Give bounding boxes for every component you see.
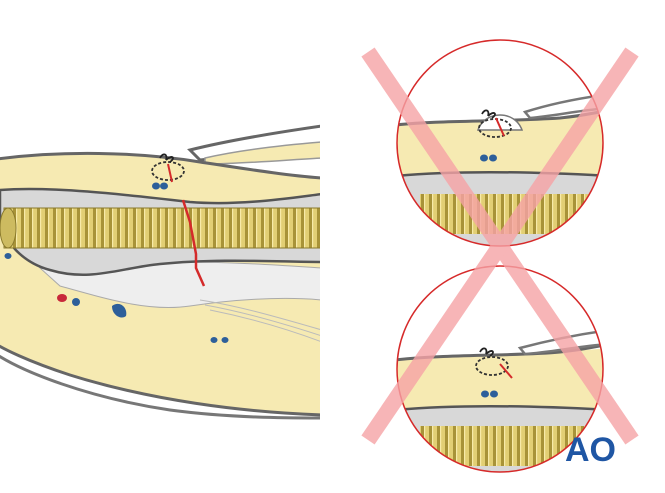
vessel-blue-4 xyxy=(72,298,80,306)
skin-laceration xyxy=(167,163,173,183)
top-suture-loop xyxy=(478,118,512,138)
bottom-vessel-2 xyxy=(490,390,498,398)
bottom-laceration xyxy=(499,363,513,379)
ao-logo: AO xyxy=(565,431,616,469)
vessel-blue-3 xyxy=(4,253,12,259)
left-panel-finger-section xyxy=(0,124,320,420)
bottom-suture-loop xyxy=(475,356,509,376)
vessel-blue-5 xyxy=(112,303,127,318)
suture-knot-icon xyxy=(159,153,174,163)
suture-loop xyxy=(151,161,185,181)
magnified-view-top xyxy=(396,39,604,247)
bottom-vessel-1 xyxy=(481,390,489,398)
top-laceration xyxy=(495,117,505,137)
nail-bed xyxy=(204,141,320,165)
skin-outline-lower xyxy=(0,354,320,420)
top-nail xyxy=(522,92,603,120)
vessel-blue-1 xyxy=(152,182,160,190)
screw-tip xyxy=(0,207,17,249)
bottom-circle-outline xyxy=(396,265,604,473)
tendon-fibers xyxy=(199,299,320,342)
vessel-red xyxy=(57,294,67,302)
vessel-blue-2 xyxy=(160,182,168,190)
incorrect-cross-icon xyxy=(361,47,639,445)
vessel-blue-7 xyxy=(221,337,229,343)
screw-shaft xyxy=(3,207,320,249)
top-suture-knot-icon xyxy=(481,109,496,119)
top-vessel-1 xyxy=(480,154,488,162)
top-vessel-2 xyxy=(489,154,497,162)
fracture-line xyxy=(181,199,206,287)
bottom-suture-knot-icon xyxy=(479,347,494,357)
vessel-blue-6 xyxy=(210,337,218,343)
